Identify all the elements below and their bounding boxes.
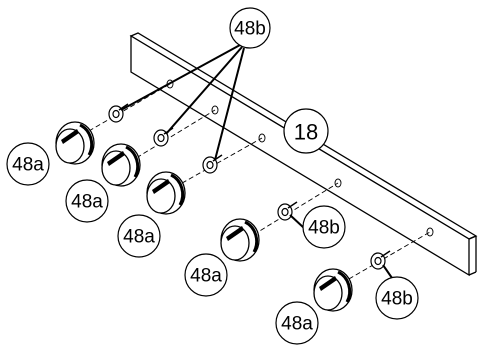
knob	[313, 268, 353, 312]
callout-48a: 48a	[6, 142, 50, 186]
callout-label: 48a	[123, 227, 155, 248]
washer	[370, 250, 391, 270]
knob	[101, 143, 141, 187]
callout-48a: 48a	[275, 301, 319, 345]
knob	[146, 171, 186, 215]
callout-label: 48a	[71, 192, 103, 213]
callout-48a: 48a	[65, 179, 109, 223]
washer	[153, 127, 174, 147]
washer	[202, 154, 223, 174]
callout-48a: 48a	[184, 253, 228, 297]
control-panel	[129, 32, 478, 277]
callout-48b: 48b	[375, 276, 419, 320]
panel-hole	[426, 227, 434, 237]
knob	[55, 121, 95, 165]
washer	[108, 103, 129, 123]
callout-48a: 48a	[117, 214, 161, 258]
callout-label: 48a	[281, 314, 313, 335]
callout-18: 18	[283, 108, 329, 154]
knob	[220, 218, 260, 262]
callout-label: 48b	[308, 218, 340, 239]
callout-48b-top: 48b	[229, 7, 271, 49]
callout-48b: 48b	[302, 205, 346, 249]
washer	[277, 201, 298, 221]
callout-label: 48a	[190, 266, 222, 287]
callout-label: 48b	[234, 19, 266, 40]
leader-lines	[120, 44, 393, 279]
callout-label: 18	[294, 120, 318, 145]
callout-label: 48b	[381, 289, 413, 310]
callout-label: 48a	[12, 155, 44, 176]
